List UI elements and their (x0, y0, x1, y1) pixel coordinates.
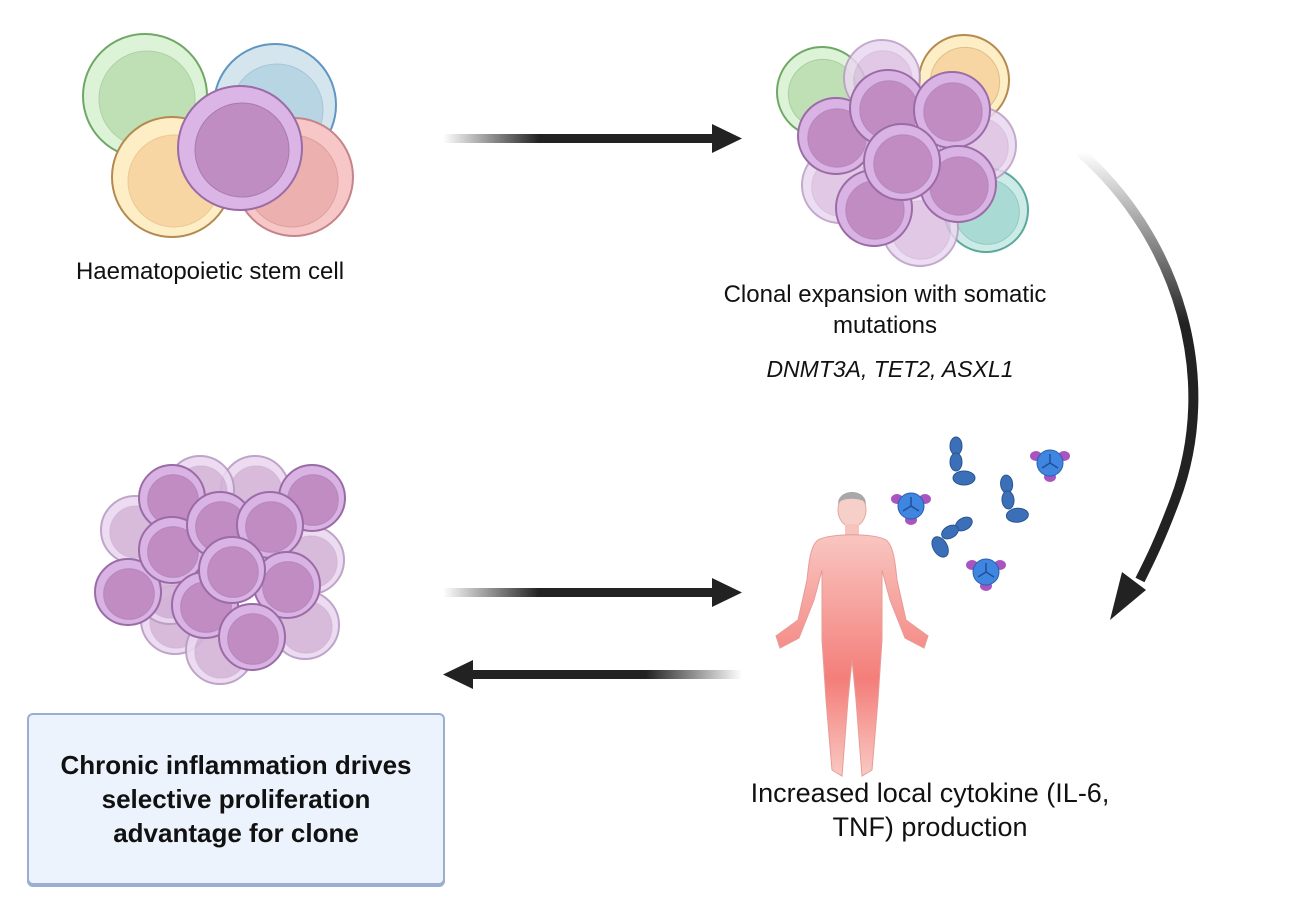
clone-cell (218, 603, 286, 671)
clonal-expansion-label: Clonal expansion with somatic mutations (723, 281, 1047, 339)
human-body-icon (775, 492, 929, 777)
stem-cell-label: Haematopoietic stem cell (75, 258, 345, 285)
clone-cell (236, 491, 304, 559)
clone-cell (138, 516, 206, 584)
mutated-genes-label: DNMT3A, TET2, ASXL1 (766, 356, 1014, 382)
clone-cell (94, 558, 162, 626)
antibody-icon (931, 516, 973, 558)
expanded-clone-cluster-icon (94, 455, 346, 685)
arrow-clone-to-inflammation (443, 578, 742, 607)
arrow-inflammation-to-clone (443, 660, 742, 689)
clone-cell (913, 71, 991, 149)
antibody-icon (949, 436, 976, 486)
trimer-cytokine-icon (966, 558, 1006, 591)
clone-cell (138, 464, 206, 532)
clonal-cell-cluster-icon (776, 34, 1029, 267)
mutant-cell (177, 85, 303, 211)
key-message-box: Chronic inflammation drives selective pr… (27, 713, 445, 885)
arrow-clonal-to-inflammation (1076, 148, 1199, 620)
arrow-stem-to-clonal (443, 124, 742, 153)
key-message-text: Chronic inflammation drives selective pr… (60, 750, 412, 848)
cytokine-group (891, 436, 1070, 591)
trimer-cytokine-icon (891, 492, 931, 525)
stem-cell-cluster-icon (82, 33, 354, 238)
clone-cell (198, 536, 266, 604)
cytokine-production-label: Increased local cytokine (IL-6, TNF) pro… (750, 778, 1110, 842)
trimer-cytokine-icon (1030, 449, 1070, 482)
antibody-icon (1000, 474, 1029, 523)
clone-cell (863, 123, 941, 201)
clone-cell (253, 551, 321, 619)
